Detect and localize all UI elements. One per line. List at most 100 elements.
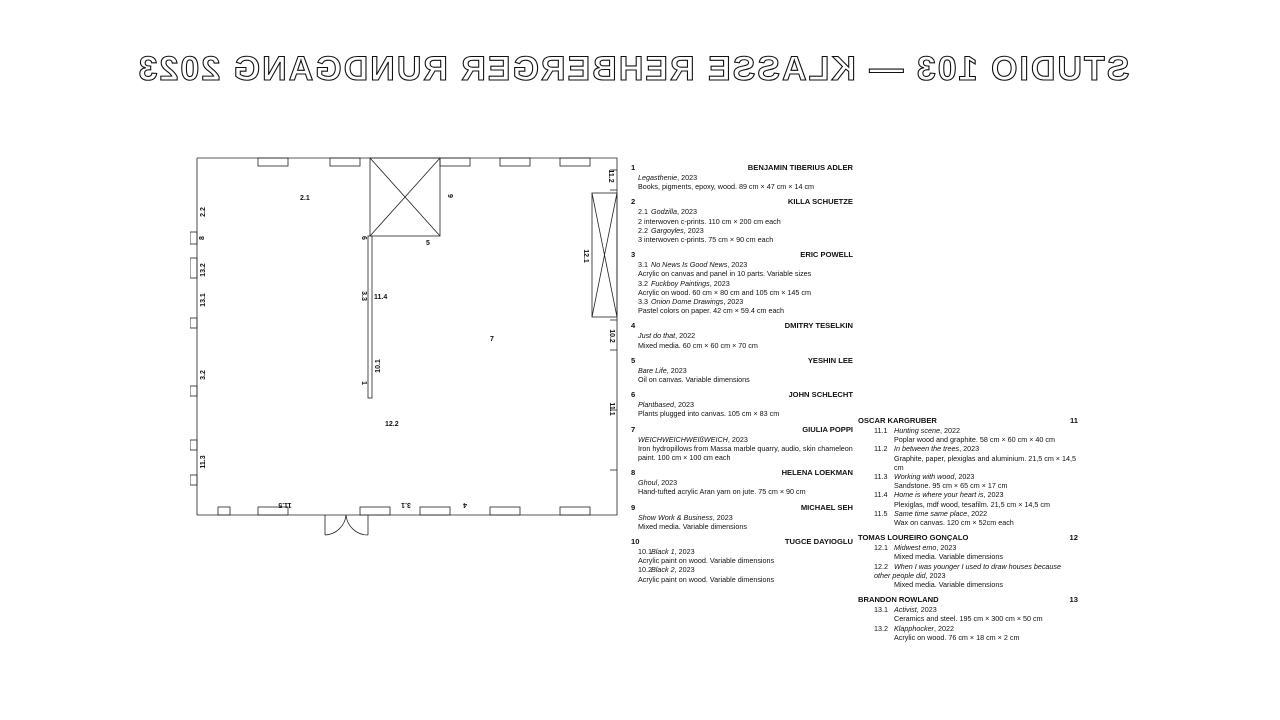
work-title: Just do that xyxy=(638,331,676,341)
work-number: 3.3 xyxy=(638,297,648,307)
artist-name: ERIC POWELL xyxy=(800,250,853,260)
artist-number: 8 xyxy=(631,468,636,478)
work-number: 13.1 xyxy=(874,605,888,615)
partition-wall xyxy=(367,235,373,399)
artist-number: 5 xyxy=(631,355,636,365)
plan-label-11-3: 11.3 xyxy=(200,455,207,468)
work-year: , 2023 xyxy=(676,207,697,217)
plan-label-2-1: 2.1 xyxy=(300,195,310,202)
work-year: , 2023 xyxy=(673,400,694,410)
work-detail: Acrylic paint on wood. Variable dimensio… xyxy=(638,556,775,566)
work-detail: Acrylic paint on wood. Variable dimensio… xyxy=(638,574,775,584)
artist-name: BENJAMIN TIBERIUS ADLER xyxy=(747,163,853,172)
work-year: , 2023 xyxy=(727,434,748,444)
artist-name: OSCAR KARGRUBER xyxy=(858,416,937,425)
work-number: 2.2 xyxy=(638,225,648,235)
work-number: 11.5 xyxy=(874,508,888,518)
work-year: , 2023 xyxy=(683,225,704,235)
work-detail: Sandstone. 95 cm × 65 cm × 17 cm xyxy=(894,481,1008,491)
plan-label-8: 8 xyxy=(199,236,206,240)
artist-number: 7 xyxy=(631,424,636,434)
work-number: 11.2 xyxy=(874,444,888,454)
work-year: , 2022 xyxy=(675,331,696,341)
work-detail: Iron hydropillows from Massa marble quar… xyxy=(638,443,853,463)
plan-label-13-1: 13.1 xyxy=(200,293,207,307)
work-title: Klapphocker xyxy=(894,623,934,633)
work-number: 3.2 xyxy=(638,278,648,288)
plan-label-11-4: 11.4 xyxy=(374,294,387,301)
work-number: 10.1 xyxy=(638,547,652,557)
work-title: Legasthenie xyxy=(638,173,678,182)
work-title: Working with wood xyxy=(894,472,955,482)
work-year: , 2023 xyxy=(657,478,678,488)
shaft xyxy=(369,157,441,237)
work-number: 11.4 xyxy=(874,490,888,500)
wall-outline xyxy=(196,157,618,516)
work-year: , 2023 xyxy=(936,543,957,553)
work-number: 2.1 xyxy=(638,207,648,217)
plan-label-7: 7 xyxy=(490,336,494,343)
work-year: , 2023 xyxy=(666,365,687,375)
door xyxy=(324,514,369,536)
work-title: Fuckboy Paintings xyxy=(651,278,710,288)
work-year: , 2023 xyxy=(916,605,937,615)
work-title: Home is where your heart is xyxy=(894,490,984,500)
artist-number: 12 xyxy=(1069,533,1078,543)
work-detail: Mixed media. 60 cm × 60 cm × 70 cm xyxy=(638,340,758,350)
work-title: In between the trees xyxy=(894,444,960,454)
artist-number: 13 xyxy=(1069,595,1078,605)
artist-name: TOMAS LOUREIRO GONÇALO xyxy=(858,533,969,543)
work-detail: 3 interwoven c-prints. 75 cm × 90 cm eac… xyxy=(638,235,774,245)
plan-label-5: 5 xyxy=(426,240,430,247)
plan-label-11-1: 11.1 xyxy=(608,402,615,415)
plan-label-6: 6 xyxy=(360,236,367,240)
work-detail: Graphite, paper, plexiglas and aluminium… xyxy=(894,453,1076,472)
work-year: , 2023 xyxy=(674,547,695,557)
artist-number: 10 xyxy=(631,537,640,547)
work-detail: Oil on canvas. Variable dimensions xyxy=(638,375,750,385)
artist-header: 6 JOHN SCHLECHT xyxy=(631,390,853,400)
work-detail: Mixed media. Variable dimensions xyxy=(638,521,747,531)
artist-name: JOHN SCHLECHT xyxy=(788,390,853,400)
artist-name: BRANDON ROWLAND xyxy=(858,595,939,605)
work-number: 12.1 xyxy=(874,543,888,553)
work-detail: Acrylic on wood. 60 cm × 80 cm and 105 c… xyxy=(638,287,811,297)
work-detail: Mixed media. Variable dimensions xyxy=(894,580,1003,590)
artist-header: BRANDON ROWLAND 13 xyxy=(858,595,1078,605)
floor-plan: 2.1 2.2 8 13.2 13.1 3.2 11.3 9 6 5 3.3 1… xyxy=(190,157,618,536)
work-title: Bare Life xyxy=(638,365,667,375)
cabinet xyxy=(591,192,618,318)
plan-label-4: 4 xyxy=(463,501,467,508)
top-windows xyxy=(257,157,591,167)
artist-number: 6 xyxy=(631,390,636,400)
artist-name: GIULIA POPPI xyxy=(802,424,853,434)
work-detail: Acrylic on canvas and panel in 10 parts.… xyxy=(638,269,812,279)
work-number: 10.2 xyxy=(638,565,652,575)
work-year: , 2023 xyxy=(959,444,980,454)
work-detail: Plants plugged into canvas. 105 cm × 83 … xyxy=(638,409,780,419)
